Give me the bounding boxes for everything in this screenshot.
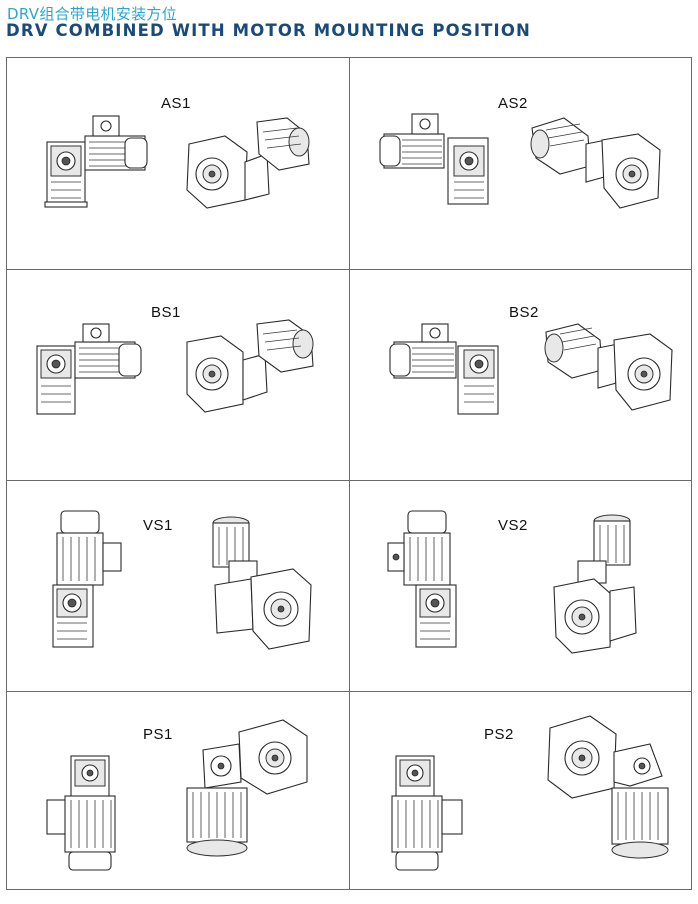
bs1-gearmotor-drawing: [36, 319, 314, 415]
gearbox-front-view: [44, 141, 88, 208]
gearbox-front-view: [52, 584, 94, 648]
as1-gearmotor-drawing: [44, 115, 310, 209]
motor-vertical-view: [56, 510, 122, 586]
gearbox-front-view: [457, 345, 499, 415]
position-cell-ps2: PS2: [350, 692, 692, 904]
isometric-assembly: [186, 719, 308, 857]
position-cell-as1: AS1: [7, 58, 349, 270]
position-label: VS2: [498, 517, 528, 534]
position-cell-ps1: PS1: [7, 692, 349, 904]
motor-vertical-view: [387, 510, 451, 586]
ps1-gearmotor-drawing: [46, 719, 308, 871]
mounting-position-grid: AS1: [6, 57, 692, 890]
page-title-chinese: DRV组合带电机安装方位: [7, 5, 178, 23]
motor-side-view: [389, 323, 457, 379]
motor-vertical-view: [391, 795, 463, 871]
position-label: BS1: [151, 304, 181, 321]
position-cell-bs1: BS1: [7, 270, 349, 482]
isometric-assembly: [186, 117, 310, 209]
ps2-gearmotor-drawing: [391, 715, 669, 871]
grid-divider-row-2: [7, 480, 691, 481]
grid-divider-row-3: [7, 691, 691, 692]
vs1-gearmotor-drawing: [52, 510, 312, 650]
grid-divider-row-1: [7, 269, 691, 270]
position-cell-bs2: BS2: [350, 270, 692, 482]
grid-divider-vertical: [349, 58, 350, 889]
gearbox-front-view: [395, 755, 435, 801]
motor-side-view: [84, 115, 148, 171]
isometric-assembly: [212, 516, 312, 650]
position-label: VS1: [143, 517, 173, 534]
motor-side-view: [379, 113, 445, 169]
position-label: BS2: [509, 304, 539, 321]
motor-side-view: [74, 323, 142, 379]
position-cell-vs1: VS1: [7, 481, 349, 693]
gearbox-front-view: [36, 345, 76, 415]
bs2-gearmotor-drawing: [389, 323, 673, 415]
isometric-assembly: [547, 715, 669, 859]
isometric-assembly: [544, 323, 673, 411]
position-label: PS1: [143, 726, 173, 743]
isometric-assembly: [186, 319, 314, 413]
position-label: AS2: [498, 95, 528, 112]
position-label: AS1: [161, 95, 191, 112]
isometric-assembly: [553, 514, 637, 654]
position-cell-vs2: VS2: [350, 481, 692, 693]
position-label: PS2: [484, 726, 514, 743]
as2-gearmotor-drawing: [379, 113, 661, 209]
page-title-english: DRV COMBINED WITH MOTOR MOUNTING POSITIO…: [6, 21, 531, 41]
gearbox-front-view: [415, 584, 457, 648]
vs2-gearmotor-drawing: [387, 510, 637, 654]
motor-vertical-view: [46, 795, 116, 871]
position-cell-as2: AS2: [350, 58, 692, 270]
gearbox-front-view: [447, 137, 489, 205]
gearbox-front-view: [70, 755, 110, 801]
isometric-assembly: [530, 117, 661, 209]
